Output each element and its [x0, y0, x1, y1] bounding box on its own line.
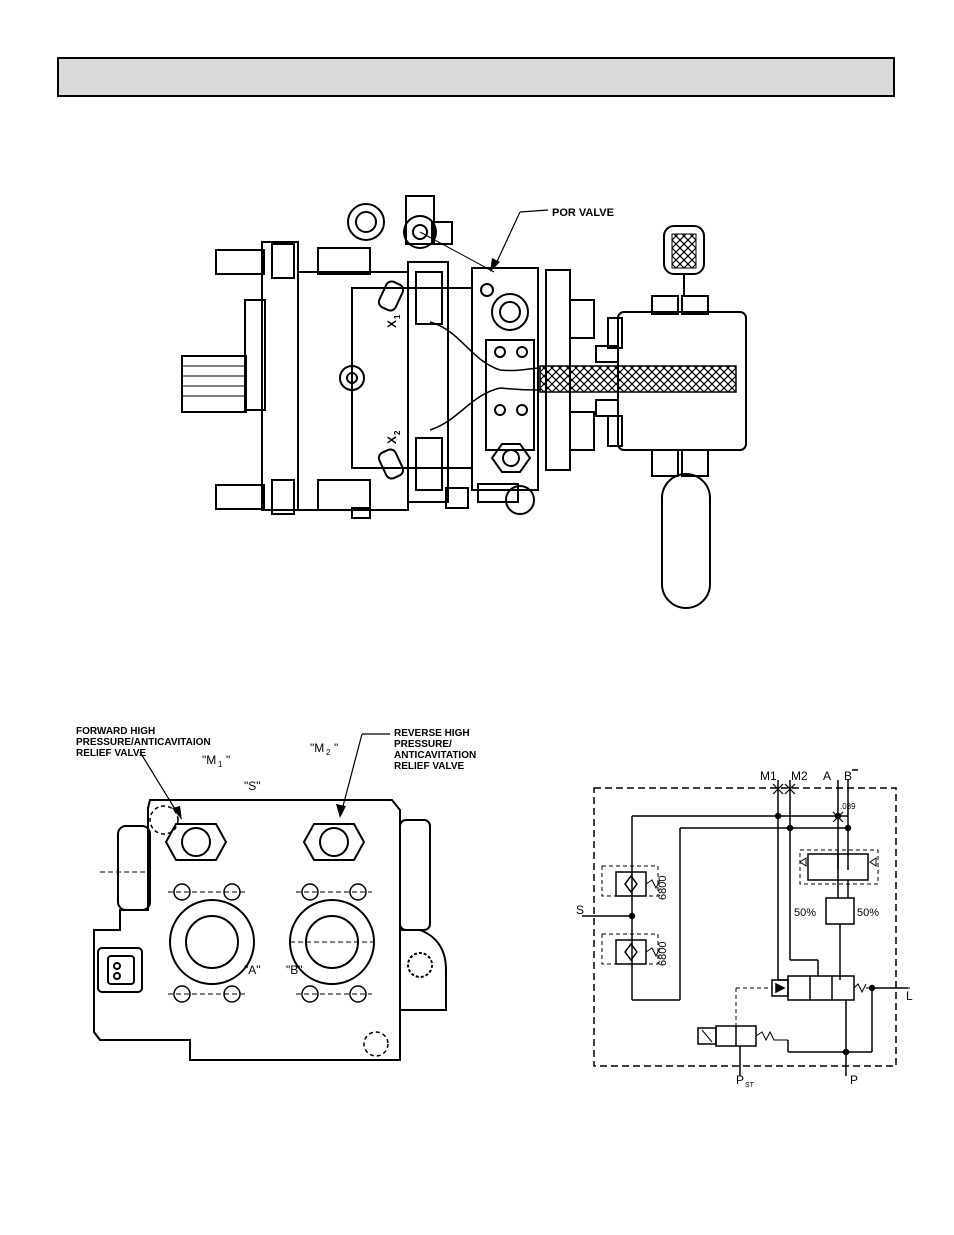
schematic-label-m1: M1 — [760, 769, 777, 783]
relief-setting-lower: 6800 — [657, 942, 669, 966]
port-m2-label: "M — [310, 741, 324, 755]
port-m2-sub: 2 — [326, 748, 331, 757]
port-b-label: "B" — [286, 963, 303, 977]
control-lever — [661, 473, 711, 609]
label-x2: X — [385, 436, 399, 444]
x2-fitting — [377, 448, 405, 480]
schematic-label-l: L — [906, 989, 913, 1003]
flange-stud-top — [215, 249, 265, 275]
schematic-boundary — [593, 787, 897, 1067]
forward-relief-valve — [164, 823, 228, 861]
schematic-label-p: P — [850, 1073, 858, 1087]
hydraulic-schematic: M1 M2 A B .039 S 50% 50% L P ST P 6800 6… — [576, 769, 913, 1089]
schematic-label-pct-left: 50% — [794, 907, 816, 919]
schematic-label-orifice: .039 — [840, 802, 856, 811]
header-bar — [57, 57, 895, 97]
port-m1-sub: 1 — [218, 760, 223, 769]
schematic-label-b: B — [844, 769, 852, 783]
forward-label-line1: FORWARD HIGH — [76, 726, 155, 737]
reverse-label-line2: PRESSURE/ — [394, 739, 452, 750]
label-x1-sub: 1 — [393, 314, 402, 319]
schematic-label-s: S — [576, 903, 584, 917]
callout-por-valve: POR VALVE — [552, 207, 614, 219]
pump-assembly-drawing: POR VALVE X 1 X 2 — [181, 195, 747, 609]
push-pull-cable — [539, 365, 737, 393]
reverse-label-line3: ANTICAVITATION — [394, 750, 476, 761]
por-valve-body — [471, 267, 539, 491]
port-m1-label: "M — [202, 753, 216, 767]
relief-setting-upper: 6800 — [657, 876, 669, 900]
flange-stud-bottom — [215, 484, 265, 510]
forward-label-line2: PRESSURE/ANTICAVITAION — [76, 737, 211, 748]
valve-block-drawing: FORWARD HIGH PRESSURE/ANTICAVITAION RELI… — [76, 726, 476, 1061]
schematic-label-m2: M2 — [791, 769, 808, 783]
forward-label-line3: RELIEF VALVE — [76, 748, 147, 759]
reverse-label-line1: REVERSE HIGH — [394, 728, 470, 739]
splined-shaft — [181, 355, 247, 413]
schematic-label-a: A — [823, 769, 831, 783]
port-s-label: "S" — [244, 779, 261, 793]
port-a-label: "A" — [244, 963, 261, 977]
schematic-label-pst-sub: ST — [745, 1082, 755, 1089]
x1-fitting — [377, 280, 405, 312]
port-m1-close: " — [226, 753, 230, 767]
port-m2-close: " — [334, 741, 338, 755]
schematic-label-pst: P — [736, 1073, 744, 1087]
reverse-relief-valve — [302, 823, 366, 861]
label-x2-sub: 2 — [393, 430, 402, 435]
reverse-label-line4: RELIEF VALVE — [394, 761, 465, 772]
schematic-label-pct-right: 50% — [857, 907, 879, 919]
label-x1: X — [385, 320, 399, 328]
